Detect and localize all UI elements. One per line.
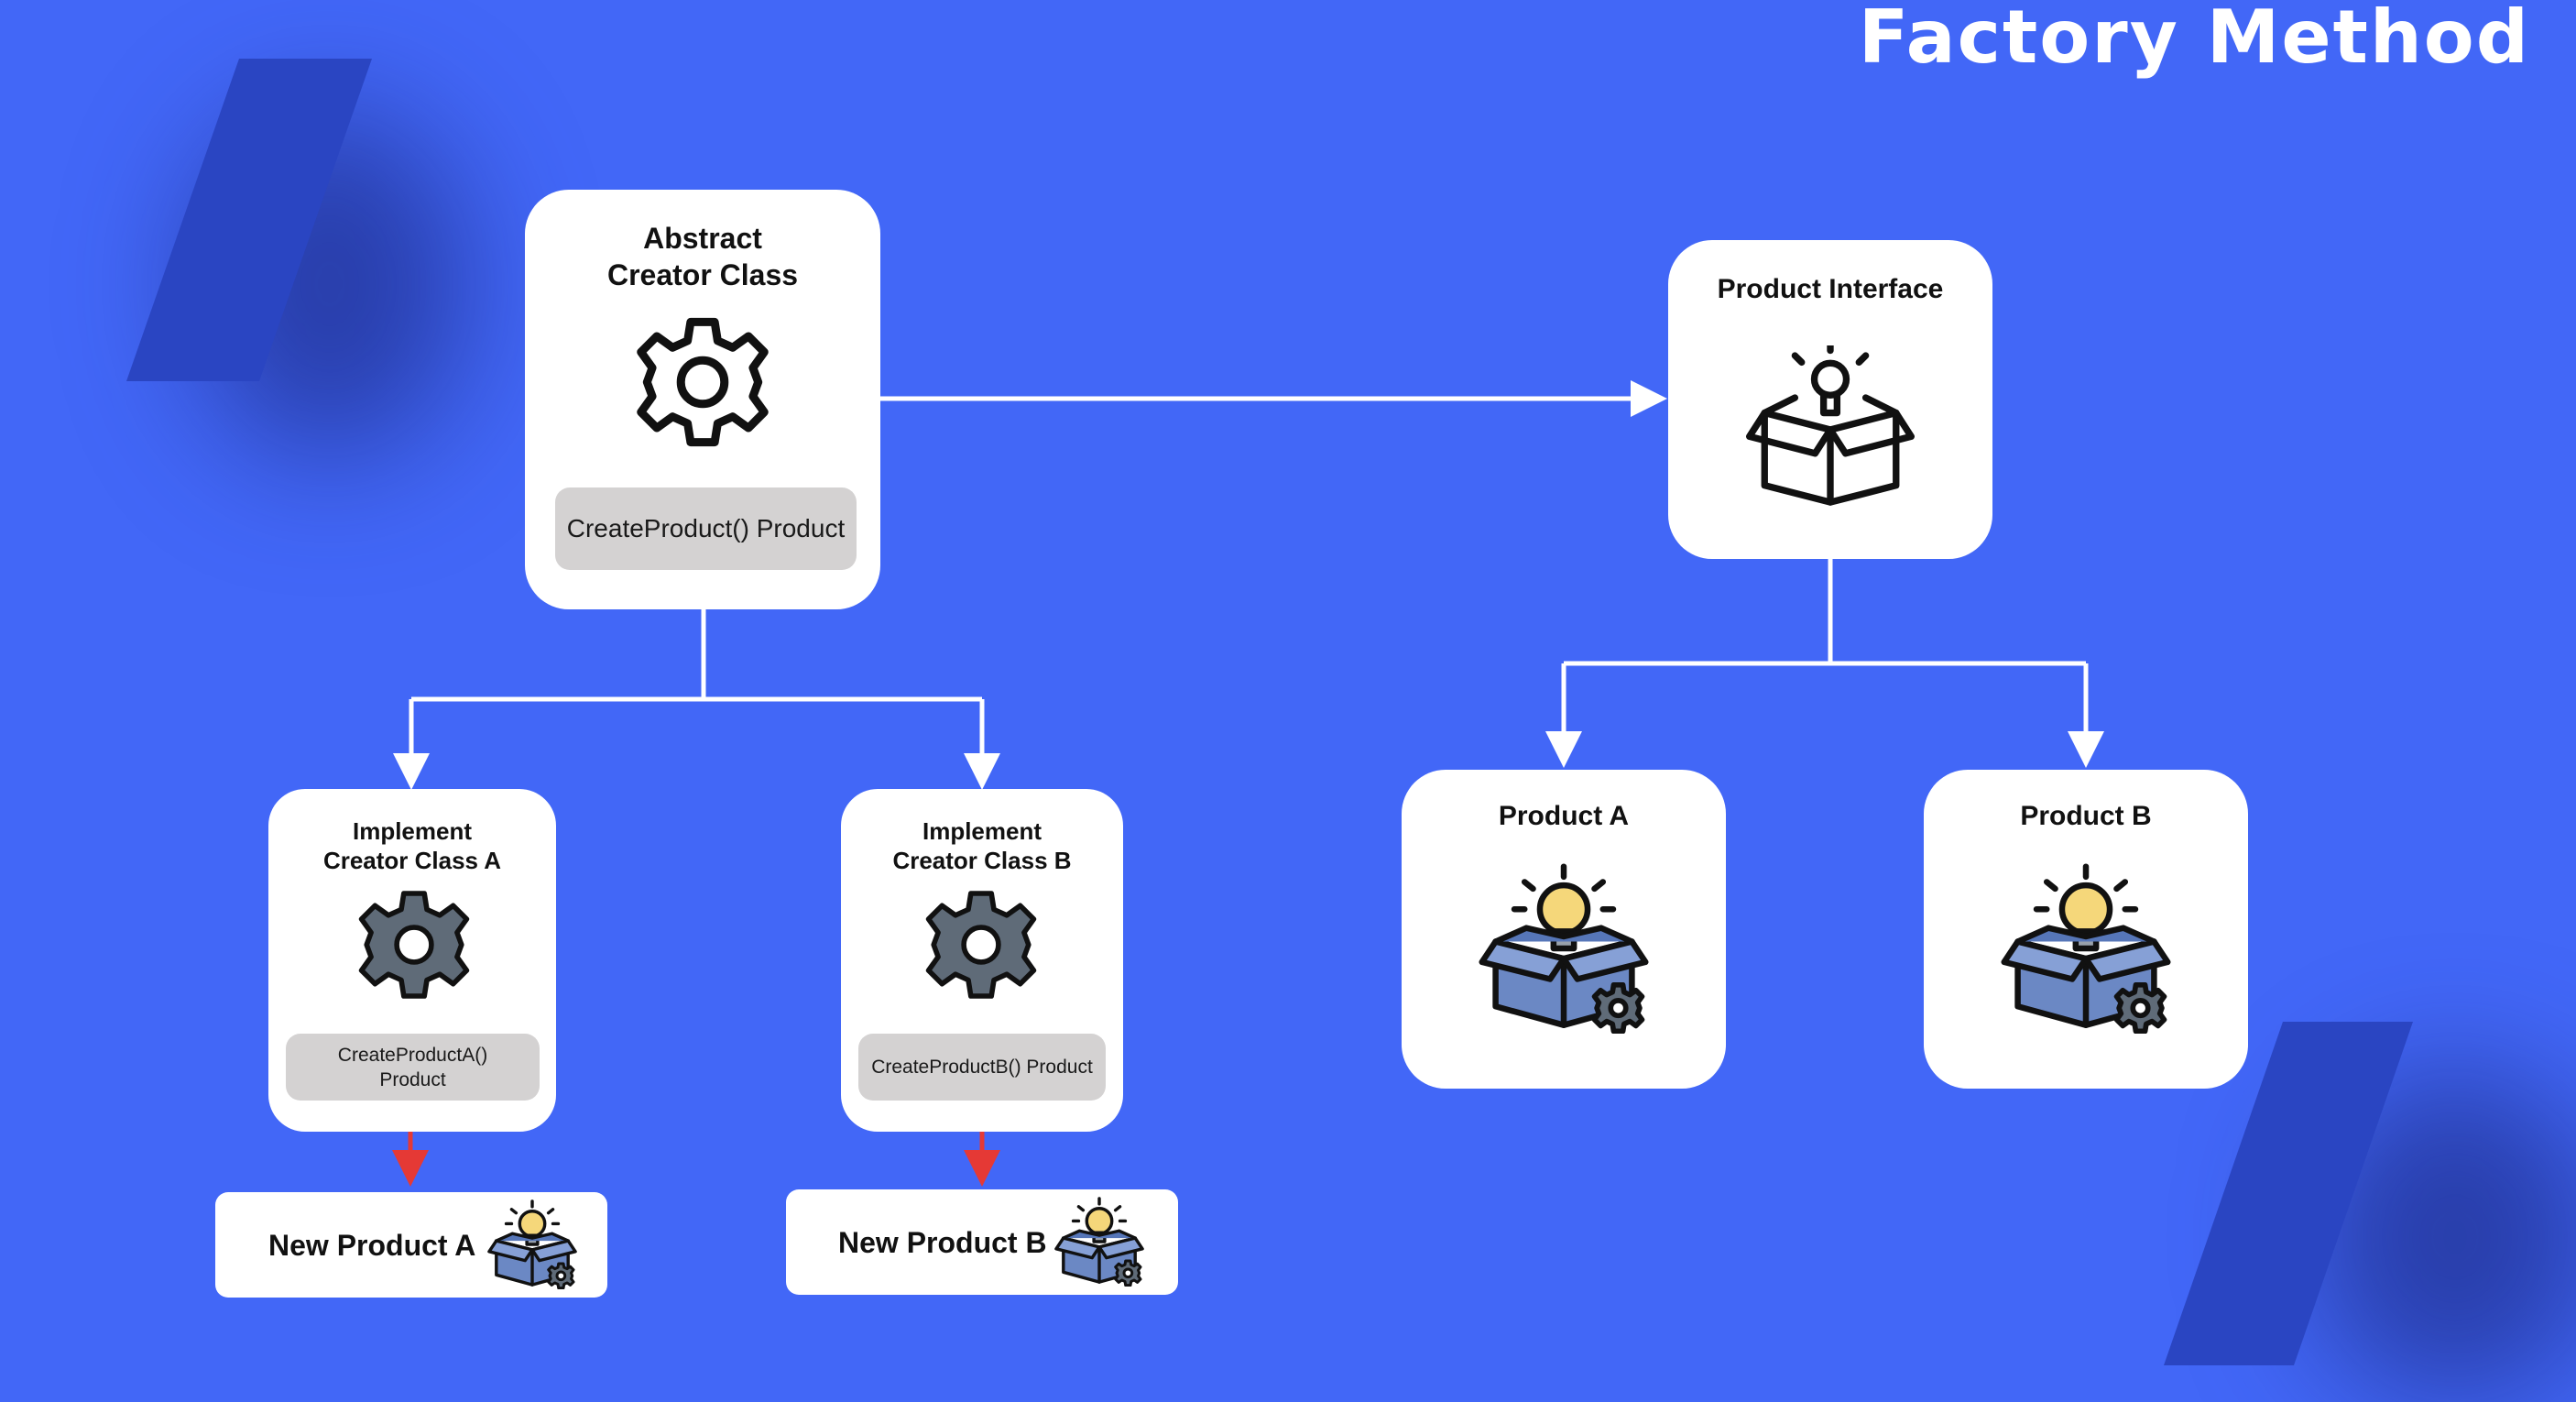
box-lightbulb-gear-icon: [1479, 863, 1649, 1034]
new-product-label: New Product A: [268, 1229, 476, 1262]
creator-a-card: Implement Creator Class A CreateProductA…: [268, 789, 556, 1132]
card-title: Product B: [2020, 801, 2152, 831]
card-title-line: Creator Class: [606, 258, 799, 291]
box-lightbulb-gear-icon: [1054, 1197, 1144, 1287]
new-product-a-box: New Product A: [215, 1192, 607, 1298]
gear-icon: [350, 881, 478, 1009]
product-a-card: Product A: [1402, 770, 1726, 1089]
creator-b-card: Implement Creator Class B CreateProductB…: [841, 789, 1123, 1132]
new-product-b-box: New Product B: [786, 1189, 1178, 1295]
card-title-line: Creator Class B: [892, 847, 1072, 874]
card-title: Abstract Creator Class: [525, 220, 880, 293]
card-title: Product Interface: [1717, 274, 1944, 304]
gear-icon: [917, 881, 1045, 1009]
card-title-line: Creator Class A: [322, 847, 502, 874]
abstract-creator-card: Abstract Creator Class CreateProduct() P…: [525, 190, 880, 609]
method-text-line: Product: [379, 1068, 446, 1090]
product-interface-card: Product Interface: [1668, 240, 1992, 559]
box-lightbulb-outline-icon: [1746, 345, 1915, 514]
card-title: Implement Creator Class B: [841, 816, 1123, 875]
card-title: Implement Creator Class A: [268, 816, 556, 875]
connector-lines: [392, 380, 2104, 1187]
gear-outline-icon: [628, 307, 778, 457]
method-box: CreateProductB() Product: [858, 1034, 1106, 1101]
box-lightbulb-gear-icon: [487, 1199, 577, 1289]
card-title-line: Implement: [922, 817, 1042, 845]
method-box: CreateProductA() Product: [286, 1034, 540, 1101]
diagram-title: Factory Method: [1858, 0, 2530, 80]
card-title: Product A: [1498, 801, 1630, 831]
method-text-line: CreateProductA(): [337, 1044, 488, 1066]
card-title-line: Abstract: [643, 222, 762, 255]
method-box: CreateProduct() Product: [555, 487, 857, 570]
product-b-card: Product B: [1924, 770, 2248, 1089]
card-title-line: Implement: [352, 817, 473, 845]
new-product-label: New Product B: [838, 1226, 1047, 1259]
box-lightbulb-gear-icon: [2001, 863, 2171, 1034]
